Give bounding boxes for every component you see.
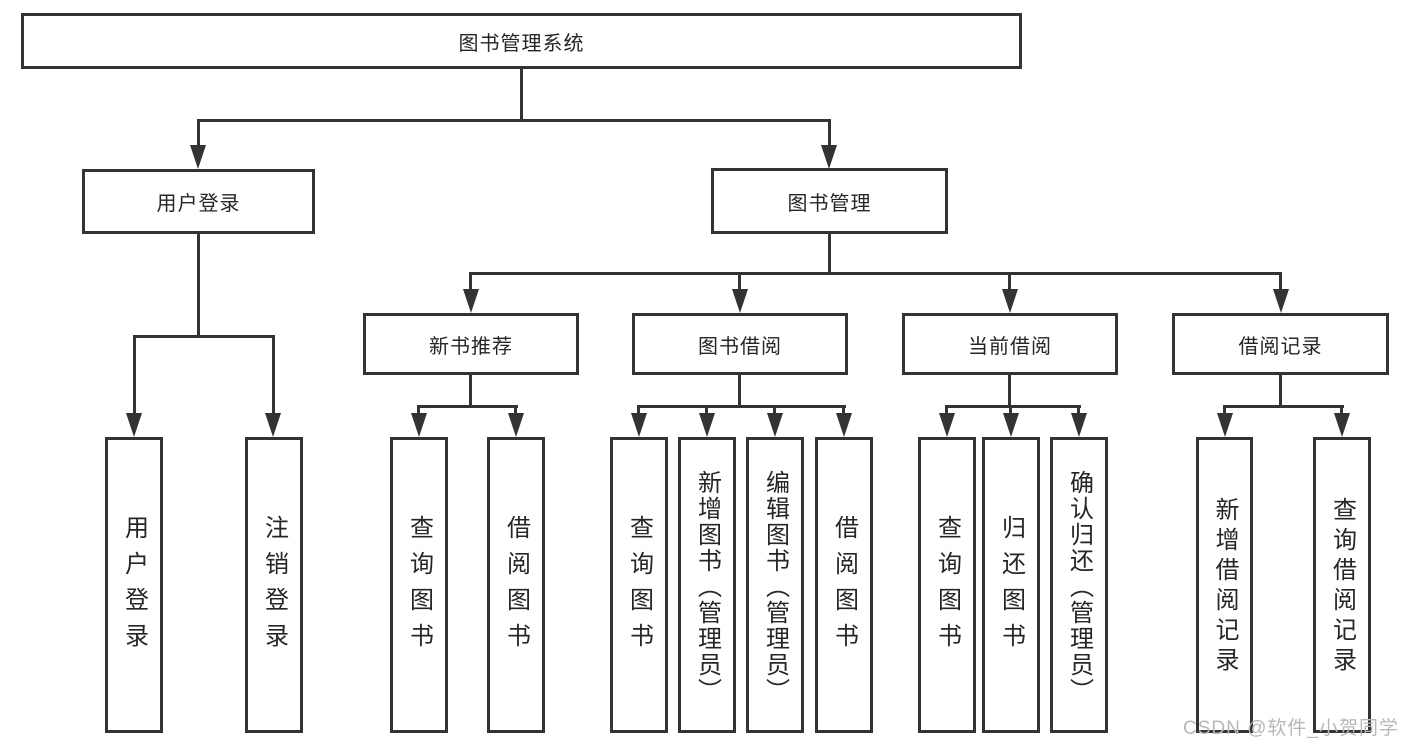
arrowhead-groupE-2 [1334,413,1350,437]
node-leaf-add-borrow-record: 新增借阅记录 [1196,437,1253,733]
connector-level1-rail [197,119,831,122]
arrowhead-groupB-1 [411,413,427,437]
node-book-borrowing: 图书借阅 [632,313,848,375]
arrowhead-user-login [190,145,206,169]
connector-drop-book-borrow [738,272,741,293]
arrowhead-groupC-3 [767,413,783,437]
connector-groupB-drop2 [514,405,517,415]
connector-drop-book-mgmt [828,119,831,147]
node-leaf-borrow-books-1: 借阅图书 [487,437,545,733]
node-borrowing-records: 借阅记录 [1172,313,1389,375]
connector-drop-new-book [469,272,472,293]
node-leaf-query-books-1: 查询图书 [390,437,448,733]
arrowhead-groupD-3 [1071,413,1087,437]
node-book-management: 图书管理 [711,168,948,234]
connector-book-mgmt-stem [828,234,831,274]
connector-groupC-drop1 [637,405,640,415]
connector-groupC-drop3 [773,405,776,415]
connector-root-stem [520,68,523,120]
arrowhead-groupC-4 [836,413,852,437]
node-leaf-confirm-return-admin: 确认归还（管理员） [1050,437,1108,733]
connector-groupD-rail [945,405,1081,408]
node-leaf-return-books: 归还图书 [982,437,1040,733]
node-new-book-recommend: 新书推荐 [363,313,579,375]
arrowhead-leaf-logout [265,413,281,437]
connector-groupB-drop1 [417,405,420,415]
watermark: CSDN @软件_小贺同学 [1183,718,1399,739]
arrowhead-groupC-2 [699,413,715,437]
node-leaf-add-books-admin: 新增图书（管理员） [678,437,736,733]
connector-drop-leaf-login [133,335,136,417]
connector-drop-borrow-records [1279,272,1282,293]
connector-groupC-stem [738,375,741,407]
node-leaf-borrow-books-2: 借阅图书 [815,437,873,733]
connector-groupD-drop2 [1009,405,1012,415]
arrowhead-book-borrow [732,289,748,313]
connector-groupD-stem [1008,375,1011,407]
node-leaf-edit-books-admin: 编辑图书（管理员） [746,437,804,733]
connector-groupE-drop2 [1340,405,1343,415]
connector-drop-current-borrow [1008,272,1011,293]
arrowhead-book-mgmt [821,145,837,169]
connector-user-login-stem [197,234,200,337]
connector-groupB-rail [417,405,518,408]
node-leaf-query-books-3: 查询图书 [918,437,976,733]
arrowhead-leaf-login [126,413,142,437]
arrowhead-groupB-2 [508,413,524,437]
connector-groupC-rail [637,405,846,408]
connector-drop-user-login [197,119,200,147]
connector-groupE-drop1 [1223,405,1226,415]
connector-groupD-drop1 [945,405,948,415]
connector-groupC-drop4 [842,405,845,415]
node-leaf-user-login: 用户登录 [105,437,163,733]
arrowhead-groupD-1 [939,413,955,437]
connector-groupD-drop3 [1077,405,1080,415]
node-current-borrowing: 当前借阅 [902,313,1118,375]
arrowhead-new-book [463,289,479,313]
node-leaf-query-borrow-record: 查询借阅记录 [1313,437,1371,733]
node-leaf-query-books-2: 查询图书 [610,437,668,733]
arrowhead-groupE-1 [1217,413,1233,437]
connector-groupC-drop2 [705,405,708,415]
node-book-management-system: 图书管理系统 [21,13,1022,69]
node-leaf-logout: 注销登录 [245,437,303,733]
arrowhead-groupC-1 [631,413,647,437]
connector-user-login-rail [133,335,275,338]
connector-level3-rail [469,272,1282,275]
connector-groupE-rail [1223,405,1344,408]
arrowhead-groupD-2 [1003,413,1019,437]
connector-drop-leaf-logout [272,335,275,417]
connector-groupE-stem [1279,375,1282,407]
node-user-login: 用户登录 [82,169,315,234]
arrowhead-current-borrow [1002,289,1018,313]
connector-groupB-stem [469,375,472,407]
arrowhead-borrow-records [1273,289,1289,313]
